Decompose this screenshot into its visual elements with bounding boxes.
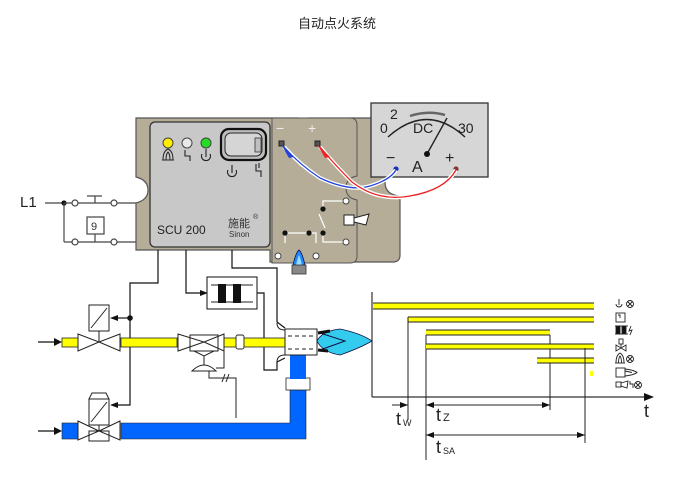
timing-bar-power bbox=[373, 303, 594, 309]
power-icon bbox=[200, 149, 212, 162]
burner bbox=[276, 322, 373, 363]
ammeter-plus-label: + bbox=[445, 150, 454, 167]
alarm-horn-icon bbox=[343, 213, 370, 226]
interval-tsa-sub: SA bbox=[443, 446, 455, 456]
flame-icon bbox=[162, 148, 174, 161]
terminal-plus-label: + bbox=[308, 120, 316, 136]
pilot-valve-icon bbox=[615, 312, 626, 323]
timing-bar-ignition bbox=[426, 330, 550, 335]
red-lead bbox=[319, 146, 457, 199]
ignition-transformer-icon bbox=[615, 325, 633, 336]
plus-terminal[interactable] bbox=[314, 140, 321, 147]
timing-diagram: t t W t Z t SA bbox=[371, 292, 654, 460]
blue-lead bbox=[283, 146, 397, 189]
model-label: SCU 200 bbox=[157, 223, 206, 237]
scale-low-label: 2 bbox=[390, 106, 398, 122]
terminal-minus-label: − bbox=[276, 120, 284, 136]
main-solenoid-valve bbox=[77, 392, 121, 442]
ammeter: 0 2 DC 30 − + A bbox=[370, 102, 489, 178]
interval-tsa-main: t bbox=[436, 437, 441, 457]
supply-circuit: L1 9 bbox=[20, 194, 136, 246]
interval-tw-sub: W bbox=[403, 418, 412, 428]
svg-text:9: 9 bbox=[91, 221, 97, 233]
gas-line bbox=[38, 334, 287, 350]
power-indicator-icon bbox=[615, 299, 634, 308]
ignition-electrode-icon bbox=[291, 249, 307, 275]
timing-bar-pilot-valve bbox=[408, 317, 594, 322]
gas-regulator-valve bbox=[177, 333, 237, 418]
supply-label: L1 bbox=[20, 194, 37, 211]
interval-tw-main: t bbox=[396, 409, 401, 429]
control-wiring bbox=[118, 250, 286, 406]
test-leads bbox=[281, 144, 458, 200]
flame-indicator-icon bbox=[615, 352, 634, 364]
air-line bbox=[38, 355, 311, 440]
minus-terminal[interactable] bbox=[278, 140, 285, 147]
fault-icon bbox=[184, 150, 191, 161]
interval-tz-main: t bbox=[436, 405, 441, 425]
timing-bar-sensor bbox=[590, 371, 593, 376]
mode-label: DC bbox=[413, 120, 433, 136]
timing-bar-flame bbox=[537, 358, 594, 363]
diagram-title: 自动点火系统 bbox=[297, 17, 376, 32]
ignition-transformer bbox=[206, 276, 258, 310]
burner-flame bbox=[316, 328, 373, 356]
fault-led bbox=[181, 137, 193, 149]
pilot-solenoid-valve bbox=[77, 304, 121, 352]
ammeter-minus-label: − bbox=[386, 150, 395, 167]
power-switch[interactable] bbox=[219, 127, 268, 162]
switch-reset-icon bbox=[255, 163, 262, 177]
interval-tz-sub: Z bbox=[443, 412, 450, 424]
unit-label: A bbox=[412, 159, 423, 176]
scale-min-label: 0 bbox=[380, 120, 388, 136]
power-led bbox=[200, 137, 212, 149]
brand-cn-label: 施能 bbox=[228, 216, 250, 230]
registered-mark: ® bbox=[253, 213, 259, 221]
timing-bar-main-valve bbox=[426, 344, 594, 349]
time-axis-label: t bbox=[644, 401, 649, 421]
scale-max-label: 30 bbox=[458, 120, 474, 136]
ammeter-scale-arc bbox=[387, 118, 466, 138]
flame-led bbox=[162, 137, 174, 149]
main-valve-icon bbox=[615, 338, 627, 352]
ammeter-needle bbox=[426, 117, 448, 155]
flame-sensor-icon bbox=[615, 367, 638, 378]
brand-en-label: Sinon bbox=[229, 230, 249, 239]
relay-contact bbox=[320, 206, 326, 212]
controller-unit: SCU 200 施能 ® Sinon − + bbox=[135, 117, 401, 264]
alarm-horn-legend-icon bbox=[615, 380, 642, 389]
switch-on-icon bbox=[226, 165, 238, 178]
